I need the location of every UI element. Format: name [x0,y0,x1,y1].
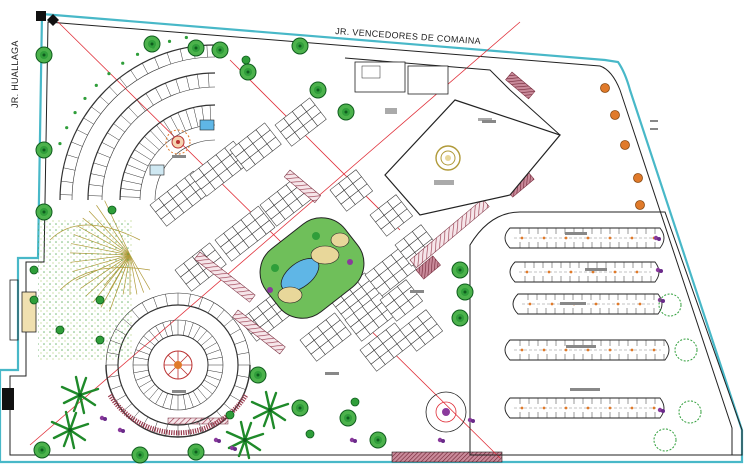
stall-block [364,247,417,297]
flower-icon [117,427,125,433]
plaza-kiosk [199,119,215,131]
tree-icon [678,400,702,424]
stall-block [274,97,327,147]
stall-block [359,322,412,372]
flower-icon [213,437,221,443]
parking-area [469,211,743,456]
flower-icon [437,437,445,443]
plaza-kiosk [149,164,165,176]
landscaping [29,35,702,464]
site-boundary [0,12,744,464]
tree-icon [635,200,645,210]
tree-icon [369,431,387,449]
flower-icon [467,417,475,423]
shrub-icon [107,205,117,215]
fountain-icon [163,350,193,380]
flower-icon [657,297,665,303]
shrub-icon [29,295,39,305]
shrub-icon [225,410,235,420]
tree-icon [35,203,53,221]
tree-icon [35,46,53,64]
inner-boundary [9,21,733,456]
tree-icon [239,63,257,81]
stall-block [379,279,424,322]
flower-icon [99,415,107,421]
fountain-icon [165,129,191,155]
shrub-icon [95,295,105,305]
shrub-icon [305,429,315,439]
shrub-icon [29,265,39,275]
palm-tree-icon [60,375,100,415]
market-stall-grid [149,97,444,372]
tree-icon [610,110,620,120]
tree-icon [451,261,469,279]
civic-building [344,57,562,216]
shrub-icon [241,55,251,65]
tree-icon [339,409,357,427]
parking-row [504,339,670,361]
tree-icon [451,309,469,327]
stall-block [299,312,352,362]
tree-icon [309,81,327,99]
parking-row [509,261,660,283]
parking-row [504,227,665,249]
central-garden [259,217,365,319]
parking-row [504,397,665,419]
flower-icon [229,445,237,451]
arc-stall-dividers [106,293,250,437]
parking-row [512,293,663,315]
flower-icon [653,235,661,241]
tree-icon [35,141,53,159]
shrub-icon [95,335,105,345]
annotation-marks [172,120,658,393]
tree-icon [249,366,267,384]
arc-stall-dividers [60,45,212,198]
tree-icon [653,428,677,452]
corner-marker [36,11,46,21]
shrub-icon [55,325,65,335]
street-label-west: JR. HUALLAGA [10,40,20,108]
stall-block [399,309,444,352]
tree-icon [211,41,229,59]
tree-icon [291,37,309,55]
fountain-icon [425,391,467,433]
tree-icon [291,399,309,417]
shrub-icon [350,397,360,407]
tree-icon [187,443,205,461]
corner-marker [2,388,14,410]
tree-icon [600,83,610,93]
stall-block [149,170,211,227]
tree-icon [456,283,474,301]
stall-block [329,169,374,212]
tree-icon [620,140,630,150]
tree-icon [187,39,205,57]
palm-tree-icon [250,390,290,430]
tree-icon [337,103,355,121]
palm-tree-icon [225,420,265,460]
corner-marker [391,451,503,463]
tree-icon [131,446,149,464]
stall-block [329,272,382,322]
tree-icon [633,173,643,183]
tree-icon [674,338,698,362]
north-arrow-icon [47,14,59,26]
flower-icon [349,437,357,443]
tree-icon [143,35,161,53]
tree-icon [658,293,682,317]
stall-block [229,122,282,172]
stall-block [214,205,276,262]
palm-tree-icon [50,410,90,450]
green-texture [38,220,133,360]
stall-block [369,194,414,237]
bench [9,279,37,341]
tree-icon [33,441,51,459]
